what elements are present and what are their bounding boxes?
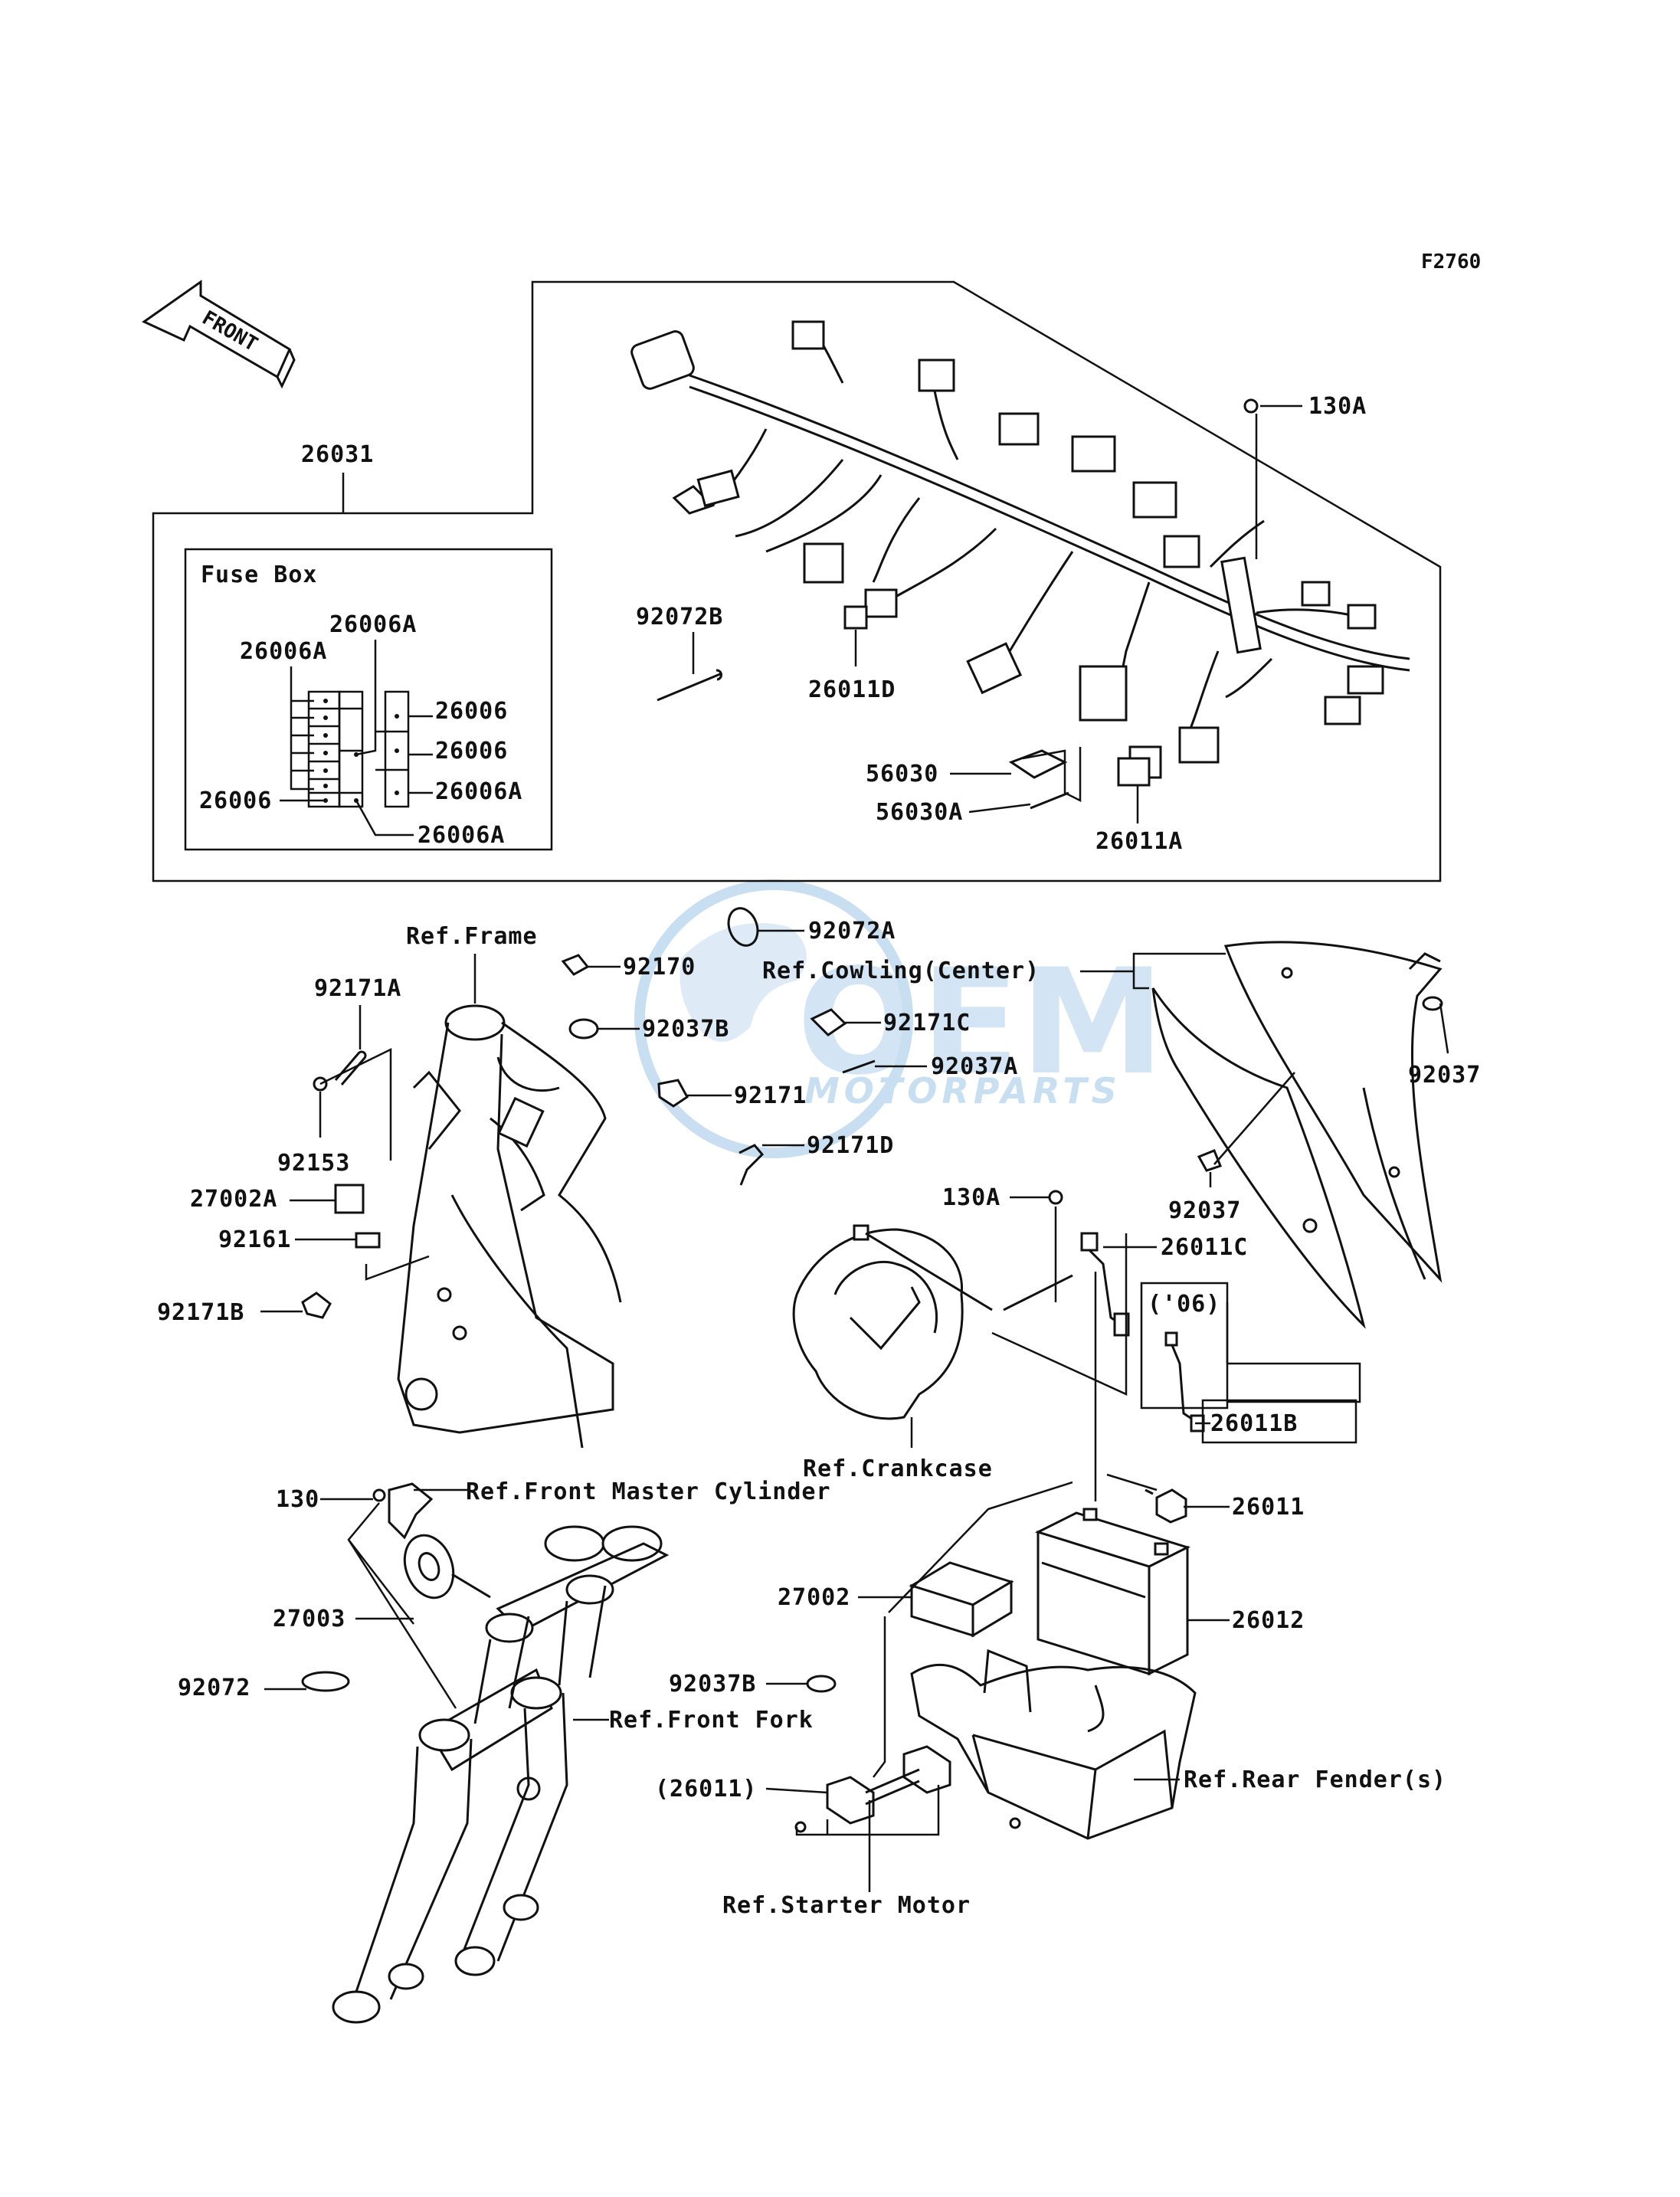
label-92072: 92072	[178, 1675, 251, 1701]
damper-92161-icon	[355, 1232, 381, 1249]
watermark-globe	[634, 879, 913, 1158]
fuse-label-7: 26006A	[418, 822, 505, 849]
label-27002A: 27002A	[190, 1186, 277, 1213]
fuse-box-title: Fuse Box	[201, 562, 318, 588]
label-130A-mid: 130A	[942, 1184, 1000, 1211]
horn-27003-icon	[403, 1534, 491, 1599]
label-56030A: 56030A	[876, 799, 963, 826]
bolt-130-icon	[372, 1488, 386, 1502]
fuse-label-3: 26006	[435, 698, 508, 725]
watermark-continents	[680, 923, 807, 1042]
clamp-92037A-icon	[842, 1059, 876, 1074]
cable-tie-icon	[657, 669, 722, 702]
label-26011: 26011	[1232, 1494, 1305, 1521]
label-26031: 26031	[301, 441, 374, 468]
label-26011D: 26011D	[808, 676, 896, 703]
label-26011B: 26011B	[1210, 1410, 1298, 1437]
label-92037B-bot: 92037B	[669, 1671, 756, 1698]
watermark-sub: MOTORPARTS	[804, 1070, 1122, 1112]
battery-26012-icon	[1034, 1508, 1191, 1676]
label-92171: 92171	[734, 1082, 807, 1109]
label-26012: 26012	[1232, 1607, 1305, 1634]
label-92171A: 92171A	[314, 975, 401, 1002]
frame-drawing	[397, 1004, 622, 1449]
clamp-92171A-icon	[334, 1050, 367, 1085]
connector-26011A-icon	[1117, 757, 1151, 787]
label-92161: 92161	[218, 1226, 291, 1253]
label-ref-fork: Ref.Front Fork	[609, 1707, 814, 1734]
fuse-label-2: 26006A	[240, 638, 327, 665]
cable-26011C-icon	[1080, 1232, 1130, 1337]
cowling-drawing	[1151, 941, 1443, 1329]
label-92037B-top: 92037B	[642, 1016, 729, 1043]
wiring-harness	[630, 320, 1410, 779]
label-92171C: 92171C	[883, 1010, 971, 1036]
label-ref-cowling: Ref.Cowling(Center)	[762, 958, 1040, 984]
label-92072A: 92072A	[808, 918, 896, 945]
label-92037: 92037	[1408, 1062, 1481, 1089]
label-92037A: 92037A	[931, 1053, 1018, 1080]
label-92072B: 92072B	[636, 604, 723, 630]
label-27003: 27003	[273, 1606, 345, 1632]
label-92171B: 92171B	[157, 1299, 244, 1326]
bolt-130A-mid-icon	[1048, 1190, 1063, 1205]
clamp-92171-icon	[657, 1079, 689, 1108]
rear-fender-drawing	[910, 1649, 1197, 1840]
label-ref-crankcase: Ref.Crankcase	[803, 1455, 993, 1482]
fuse-label-5: 26006	[199, 787, 272, 814]
fuse-label-4: 26006	[435, 738, 508, 765]
battery-cable	[1003, 1274, 1073, 1311]
label-27002: 27002	[778, 1584, 850, 1611]
starter-relay-26011-icon	[794, 1745, 951, 1833]
figure-code: F2760	[1421, 250, 1481, 273]
fuse-box-inset: Fuse Box 26006A 26006A 26006 26006 26006…	[184, 548, 553, 851]
bolt-26011-icon	[1145, 1488, 1154, 1495]
clamp-92037B-icon	[568, 1018, 599, 1040]
clamp-92037-icon	[1422, 996, 1443, 1011]
label-130: 130	[276, 1486, 319, 1513]
relay-27002A-icon	[334, 1184, 365, 1214]
cable-tie-92072A-icon	[727, 907, 759, 947]
label-ref-master: Ref.Front Master Cylinder	[466, 1478, 831, 1505]
label-ref-fender: Ref.Rear Fender(s)	[1184, 1766, 1446, 1793]
label-26011C: 26011C	[1161, 1234, 1248, 1261]
label-130A-top: 130A	[1308, 393, 1367, 420]
label-56030: 56030	[866, 761, 938, 787]
bolt-icon	[1243, 398, 1259, 414]
band-92072-icon	[301, 1671, 350, 1692]
label-26011A: 26011A	[1095, 828, 1183, 855]
clamp-92037B-bot-icon	[806, 1675, 837, 1693]
fuse-label-6: 26006A	[435, 778, 522, 805]
label-ref-starter: Ref.Starter Motor	[722, 1892, 971, 1919]
label-26011p: (26011)	[655, 1776, 757, 1802]
label-92037-mid: 92037	[1168, 1197, 1241, 1224]
master-cylinder-bracket-icon	[388, 1482, 434, 1540]
bracket-56030A-icon	[1030, 791, 1069, 810]
front-fork-drawing	[332, 1525, 670, 2024]
label-06: ('06)	[1148, 1291, 1220, 1318]
ecu-27002-icon	[909, 1561, 1014, 1638]
front-arrow-icon: FRONT	[142, 280, 296, 389]
clamp-92037-mid-icon	[1197, 1149, 1222, 1172]
label-92153: 92153	[277, 1150, 350, 1177]
cable-26011B-icon	[1164, 1331, 1205, 1432]
label-92171D: 92171D	[807, 1132, 894, 1159]
clamp-92170-icon	[561, 954, 590, 976]
clamp-92171D-icon	[738, 1144, 765, 1186]
label-92170: 92170	[623, 954, 696, 981]
harness-box-outline	[152, 280, 1442, 882]
relay-26011-icon	[1155, 1488, 1187, 1524]
crankcase-drawing	[792, 1224, 993, 1420]
label-ref-frame: Ref.Frame	[406, 923, 538, 950]
clamp-92171B-icon	[301, 1292, 332, 1319]
connector-26011D-icon	[843, 605, 868, 630]
fuse-label-1: 26006A	[329, 611, 417, 638]
